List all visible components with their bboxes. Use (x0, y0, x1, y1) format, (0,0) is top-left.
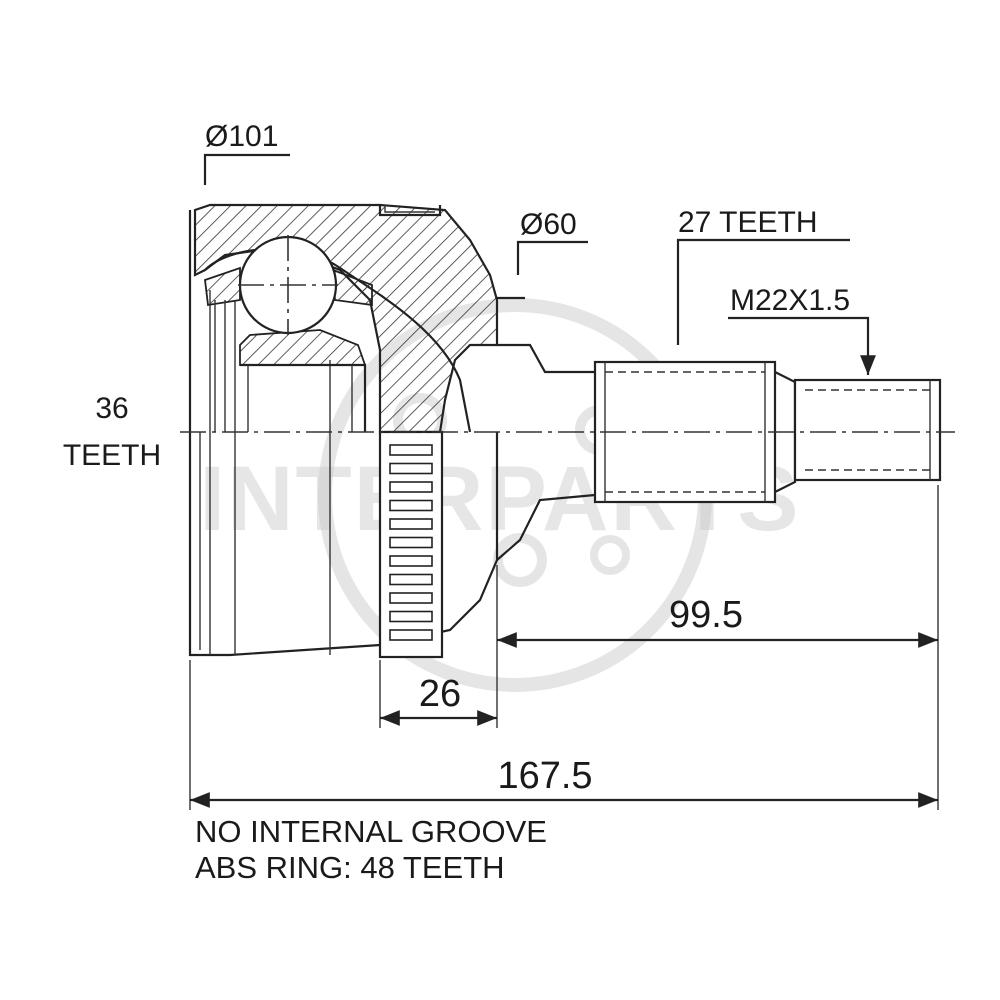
cage-section (204, 266, 373, 432)
abs-ring-width-dimension: 26 (419, 673, 461, 715)
neck-diameter-label: Ø60 (520, 208, 577, 241)
neck (496, 343, 596, 561)
note-internal-groove: NO INTERNAL GROOVE (195, 814, 547, 849)
ball (238, 235, 338, 335)
abs-ring (378, 430, 444, 659)
abs-tooth-slot (389, 592, 433, 604)
abs-tooth-slot (389, 629, 433, 641)
abs-tooth-slot (389, 499, 433, 512)
inner-teeth-count: 36 (95, 392, 128, 425)
abs-tooth-slot (389, 481, 433, 493)
total-length-dimension: 167.5 (497, 755, 592, 797)
inner-teeth-unit: TEETH (63, 439, 161, 472)
abs-tooth-slot (389, 573, 433, 586)
abs-tooth-slot (389, 555, 433, 567)
shaft-teeth-label: 27 TEETH (678, 206, 818, 239)
threaded-end (793, 378, 942, 482)
shaft-length-dimension: 99.5 (669, 594, 743, 636)
abs-tooth-slot (389, 462, 433, 475)
abs-tooth-slot (389, 610, 433, 623)
dimension-lines (189, 485, 939, 810)
abs-tooth-slot (389, 518, 433, 530)
callout-leaders (203, 153, 876, 375)
abs-tooth-slot (389, 444, 433, 456)
note-abs-ring: ABS RING: 48 TEETH (195, 850, 505, 885)
outer-diameter-label: Ø101 (205, 120, 278, 153)
abs-tooth-slot (389, 536, 433, 549)
thread-label: M22X1.5 (730, 284, 850, 317)
